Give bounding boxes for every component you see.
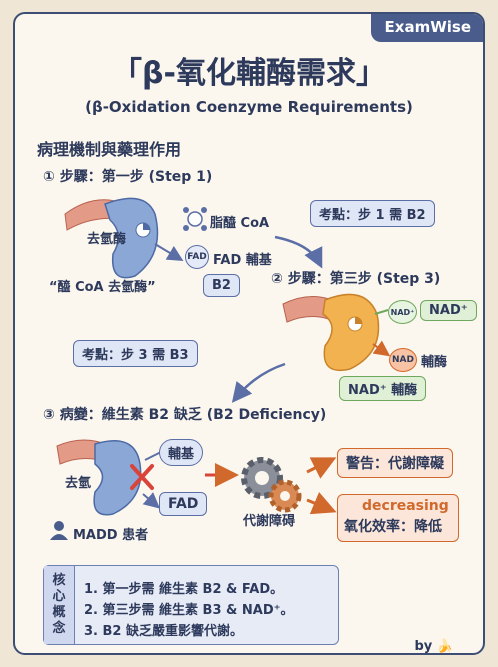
summary-line: 3. B2 缺乏嚴重影響代謝。 — [84, 624, 243, 639]
step3-enzyme-illustration — [282, 293, 380, 371]
step1-fad-label: FAD 輔基 — [213, 253, 272, 268]
summary-side-label: 核 心 概 念 — [44, 566, 75, 644]
cross-icon — [130, 464, 154, 490]
gear-label: 代謝障碍 — [243, 514, 296, 529]
user-icon — [50, 521, 68, 540]
page-subtitle: (β-Oxidation Coenzyme Requirements) — [85, 98, 413, 116]
step1-enzyme-name: “醯 CoA 去氫酶” — [49, 280, 156, 295]
cofactor-bubble: 輔基 — [159, 439, 204, 466]
efficiency-box: decreasing 氧化效率：降低 — [337, 494, 459, 542]
summary-side-char: 核 — [52, 573, 66, 588]
efficiency-label: 氧化效率：降低 — [344, 519, 442, 535]
summary-side-char: 念 — [52, 621, 66, 636]
step-b2-heading: ③ 病變：維生素 B2 缺乏 (B2 Deficiency) — [43, 407, 327, 423]
summary-line: 2. 第三步需 維生素 B3 & NAD⁺。 — [84, 603, 294, 618]
section-heading: 病理機制與藥理作用 — [37, 140, 182, 159]
fad-circle: FAD — [185, 245, 209, 269]
deficient-enzyme-illustration — [56, 439, 142, 516]
infographic-card: ExamWise 「β-氧化輔酶需求」 (β-Oxidation Coenzym… — [13, 12, 485, 655]
gear-icon — [241, 457, 302, 513]
nad-coenzyme-box: NAD⁺ 輔酶 — [339, 376, 427, 401]
decreasing-label: decreasing — [362, 498, 449, 514]
step1-vitamin-box: B2 — [203, 274, 240, 297]
fad-box: FAD — [159, 492, 208, 516]
step1-enzyme-label: 去氫酶 — [87, 232, 127, 247]
warning-box: 警告：代謝障礙 — [337, 448, 453, 478]
byline: by 🍌 — [414, 639, 454, 654]
nad-orange-circle: NAD — [389, 348, 417, 372]
summary-side-char: 心 — [52, 589, 66, 604]
step3-exam-point: 考點：步 3 需 B3 — [73, 340, 198, 367]
step1-exam-point: 考點：步 1 需 B2 — [310, 200, 435, 227]
step1-enzyme-illustration — [64, 197, 159, 279]
step-b2-enzyme-label: 去氫 — [65, 476, 92, 491]
nad-circle: NAD⁺ — [388, 300, 417, 324]
step1-substrate: 脂醯 CoA — [210, 216, 270, 231]
page-title: 「β-氧化輔酶需求」 — [112, 56, 386, 91]
step3-heading: ② 步驟：第三步 (Step 3) — [271, 271, 441, 287]
brand-badge: ExamWise — [370, 14, 483, 42]
summary-line: 1. 第一步需 維生素 B2 & FAD。 — [84, 582, 284, 597]
molecule-icon — [183, 207, 207, 231]
summary-box: 核 心 概 念 1. 第一步需 維生素 B2 & FAD。 2. 第三步需 維生… — [43, 565, 339, 645]
summary-side-char: 概 — [52, 605, 66, 620]
patient-label: MADD 患者 — [73, 528, 149, 543]
diagram-illustrations — [50, 197, 391, 540]
step1-heading: ① 步驟：第一步 (Step 1) — [43, 169, 213, 185]
nad-label: NAD⁺ — [420, 300, 477, 321]
step3-coenzyme-label: 輔酶 — [421, 355, 448, 370]
